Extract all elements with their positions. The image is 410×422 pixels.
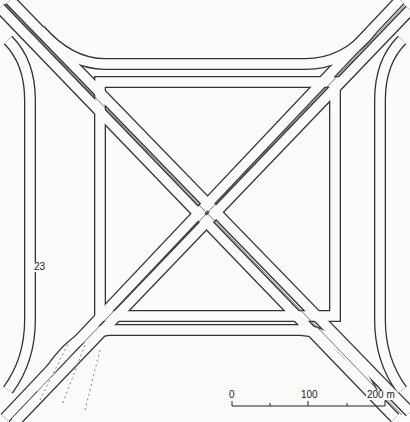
- road-number: 23: [33, 262, 46, 272]
- scale-value: 0: [228, 390, 236, 400]
- scale-value: 200 m: [366, 390, 396, 400]
- scale-value: 100: [300, 390, 319, 400]
